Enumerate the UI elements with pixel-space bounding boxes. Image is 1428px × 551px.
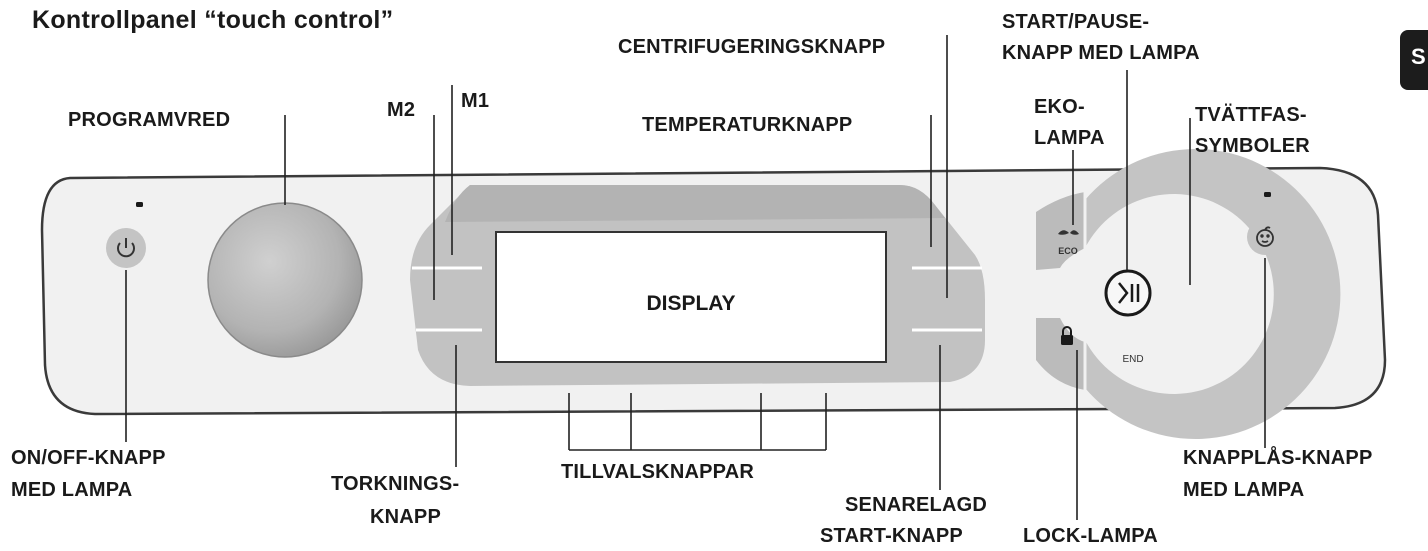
label-start-pause-line2: KNAPP MED LAMPA [1002, 42, 1200, 64]
program-knob[interactable] [207, 202, 363, 358]
display-screen [495, 231, 887, 363]
display-label: DISPLAY [646, 292, 735, 315]
label-senarelagd-line1: SENARELAGD [845, 494, 988, 516]
page-title: Kontrollpanel “touch control” [32, 6, 394, 34]
label-tvattfas-line1: TVÄTTFAS- [1195, 104, 1307, 126]
label-onoff-line2: MED LAMPA [11, 479, 133, 501]
label-torknings-line1: TORKNINGS- [331, 473, 460, 495]
onoff-lamp [136, 202, 143, 207]
play-pause-icon [1118, 282, 1140, 304]
label-programvred: PROGRAMVRED [68, 109, 231, 131]
label-m1: M1 [461, 90, 490, 112]
label-torknings-line2: KNAPP [370, 506, 442, 528]
label-lock: LOCK-LAMPA [1023, 525, 1158, 547]
label-senarelagd-line2: START-KNAPP [820, 525, 963, 547]
keylock-lamp [1264, 192, 1271, 197]
end-label: END [1122, 354, 1143, 365]
label-tillval: TILLVALSKNAPPAR [561, 461, 754, 483]
label-m2: M2 [387, 99, 416, 121]
wash-phase-ring [1085, 149, 1341, 439]
power-icon [117, 238, 135, 258]
leaf-icon [1058, 230, 1079, 235]
child-face-icon [1256, 226, 1274, 247]
label-eko-line2: LAMPA [1034, 127, 1105, 149]
keylock-button[interactable] [1247, 219, 1283, 255]
label-tvattfas-line2: SYMBOLER [1195, 135, 1310, 157]
lock-icon [1061, 326, 1073, 345]
eco-lamp-label: ECO [1058, 246, 1078, 256]
label-centrifugering: CENTRIFUGERINGSKNAPP [618, 36, 886, 58]
label-onoff-line1: ON/OFF-KNAPP [11, 447, 166, 469]
section-tab: S [1400, 30, 1428, 90]
label-knapplas-line1: KNAPPLÅS-KNAPP [1183, 447, 1373, 469]
leader-lines [125, 35, 1266, 520]
label-start-pause-line1: START/PAUSE- [1002, 11, 1150, 33]
label-eko-line1: EKO- [1034, 96, 1085, 118]
label-temperatur: TEMPERATURKNAPP [642, 114, 853, 136]
label-knapplas-line2: MED LAMPA [1183, 479, 1305, 501]
section-tab-label: S [1411, 44, 1426, 69]
